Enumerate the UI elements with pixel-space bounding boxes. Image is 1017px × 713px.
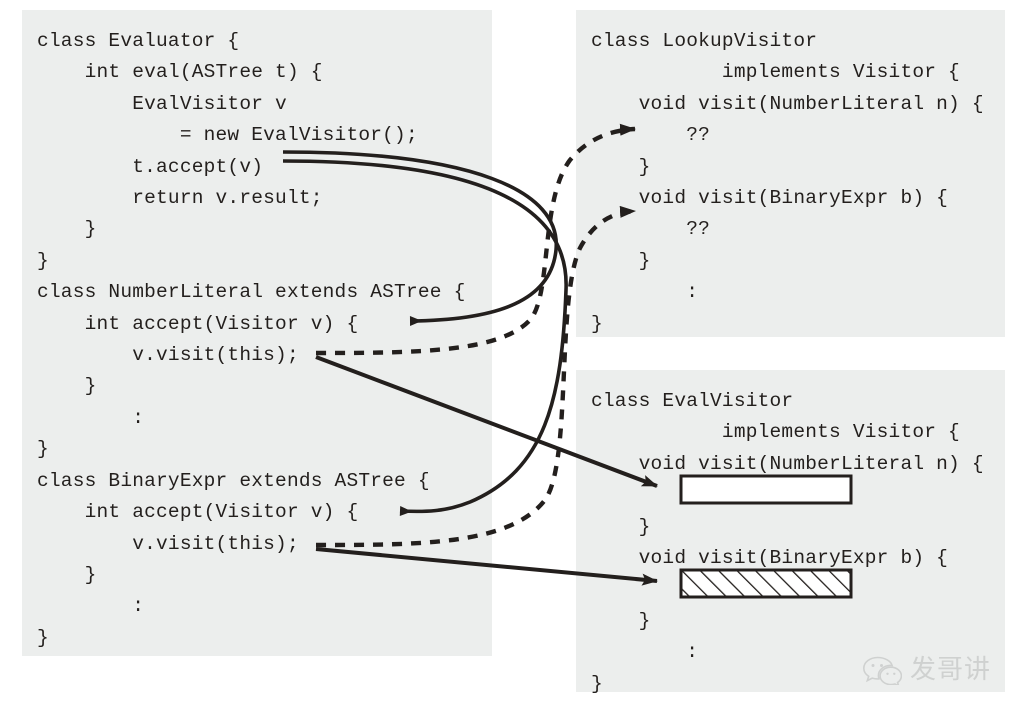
code-block-lookup-visitor: class LookupVisitor implements Visitor {… <box>591 30 984 335</box>
code-panel-eval-visitor: class EvalVisitor implements Visitor { v… <box>576 370 1005 695</box>
code-panel-lookup-visitor: class LookupVisitor implements Visitor {… <box>576 10 1005 337</box>
code-panel-evaluator: class Evaluator { int eval(ASTree t) { E… <box>22 10 492 656</box>
code-block-evaluator: class Evaluator { int eval(ASTree t) { E… <box>37 30 466 649</box>
wechat-logo-icon <box>862 656 902 685</box>
watermark-text: 发哥讲 <box>910 655 992 685</box>
wechat-watermark: 发哥讲 <box>862 648 1002 692</box>
